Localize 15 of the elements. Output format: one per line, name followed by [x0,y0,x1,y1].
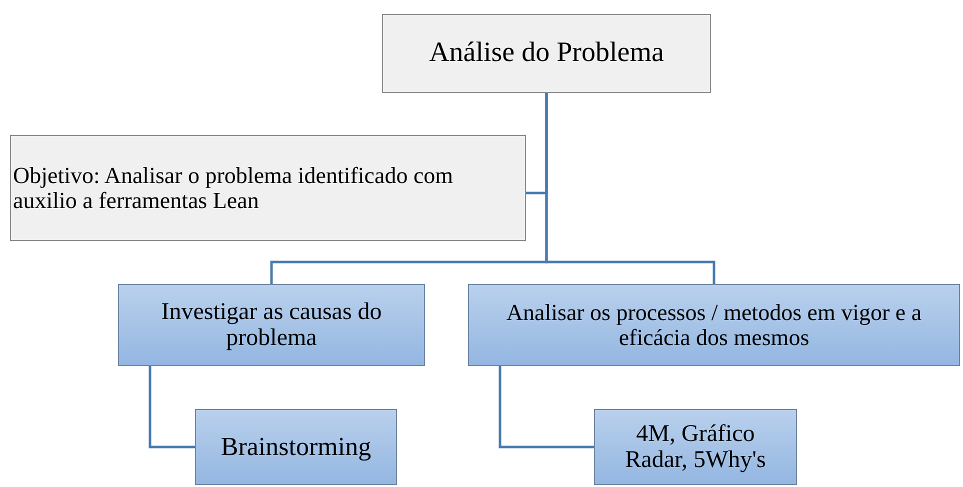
node-text: Objetivo: Analisar o problema identificado com auxilio a ferramentas Lean [13,162,454,214]
node-text: 4M, Gráfico Radar, 5Why's [624,420,767,474]
connector-line [545,93,716,284]
connector-line [498,366,594,448]
process-box [594,409,797,485]
node-text: Analisar os processos / metodos em vigor e a eficácia dos mesmos [505,300,923,350]
node-text: Análise do Problema [429,38,664,69]
node-text: Brainstorming [220,432,372,462]
connector-line [148,366,195,448]
note-box [10,135,526,241]
process-box [118,284,425,366]
process-box [195,409,397,485]
title-box [382,14,711,93]
process-box [468,284,960,366]
node-text: Investigar as causas do problema [160,298,383,352]
